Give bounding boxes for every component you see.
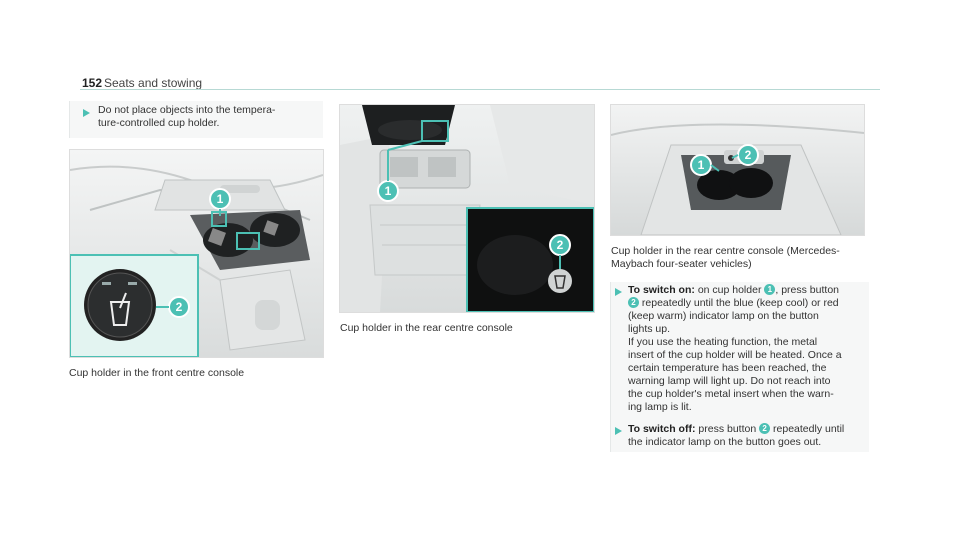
note-text: Do not place objects into the tempera- t… (98, 104, 275, 130)
maybach-console-illustration: 1 2 (611, 105, 864, 235)
callout-1-label: 1 (385, 184, 392, 198)
maybach-figure-caption: Cup holder in the rear centre console (M… (611, 245, 840, 271)
maybach-console-photo: 1 2 (610, 104, 865, 236)
callout-1-label: 1 (698, 158, 705, 172)
step-text-fragment: repeatedly until (773, 423, 845, 435)
step-line: If you use the heating function, the met… (628, 336, 818, 348)
front-console-photo: 1 2 (69, 149, 324, 358)
callout-2-label: 2 (557, 238, 564, 252)
switch-off-step-box (610, 420, 869, 452)
note-line: Do not place objects into the tempera- (98, 104, 276, 116)
callout-2-badge: 2 (628, 297, 639, 308)
front-figure-caption: Cup holder in the front centre console (69, 367, 245, 379)
section-title: Seats and stowing (104, 76, 203, 90)
callout-2-label: 2 (745, 148, 752, 162)
callout-1-label: 1 (217, 192, 224, 206)
switch-on-step: To switch on: on cup holder 1, press but… (628, 284, 873, 414)
switch-on-label: To switch on: (628, 284, 695, 296)
step-line: the indicator lamp on the button goes ou… (628, 436, 822, 448)
step-line: 2 repeatedly until the blue (keep cool) … (628, 297, 873, 310)
step-text-fragment: press button (698, 423, 757, 435)
triangle-right-icon (615, 427, 622, 435)
front-console-illustration: 1 2 (70, 150, 323, 357)
step-text-fragment: repeatedly until the blue (keep cool) or… (641, 297, 839, 309)
callout-2-badge: 2 (759, 423, 771, 434)
step-line: insert of the cup holder will be heated.… (628, 349, 842, 361)
callout-1-badge: 1 (764, 284, 776, 295)
rear-figure-caption: Cup holder in the rear centre console (340, 322, 513, 334)
step-line: warning lamp will light up. Do not reach… (628, 375, 831, 387)
step-line: To switch on: on cup holder 1, press but… (628, 284, 873, 297)
triangle-right-icon (615, 288, 622, 296)
switch-off-label: To switch off: (628, 423, 696, 435)
note-line: ture-controlled cup holder. (98, 117, 220, 129)
cup-icon (109, 292, 131, 326)
callout-2-label: 2 (176, 300, 183, 314)
step-line: the cup holder's metal insert when the w… (628, 388, 834, 400)
caption-line: Cup holder in the rear centre console (M… (611, 245, 840, 257)
step-text-fragment: on cup holder (697, 284, 762, 296)
step-line: (keep warm) indicator lamp on the button (628, 310, 819, 322)
step-text-fragment: , press button (775, 284, 839, 296)
rear-console-photo: 1 2 (339, 104, 595, 313)
switch-on-step-box (610, 282, 869, 422)
rear-console-illustration: 1 2 (340, 105, 594, 312)
step-line: ing lamp is lit. (628, 401, 692, 413)
cup-icon (554, 275, 566, 289)
step-line: lights up. (628, 323, 671, 335)
caption-line: Maybach four-seater vehicles) (611, 258, 752, 270)
step-line: To switch off: press button 2 repeatedly… (628, 423, 873, 436)
header-rule (80, 89, 880, 90)
triangle-right-icon (83, 109, 90, 117)
step-line: certain temperature has been reached, th… (628, 362, 827, 374)
page-number: 152 (82, 76, 103, 90)
switch-off-step: To switch off: press button 2 repeatedly… (628, 423, 873, 449)
note-box (69, 101, 323, 138)
